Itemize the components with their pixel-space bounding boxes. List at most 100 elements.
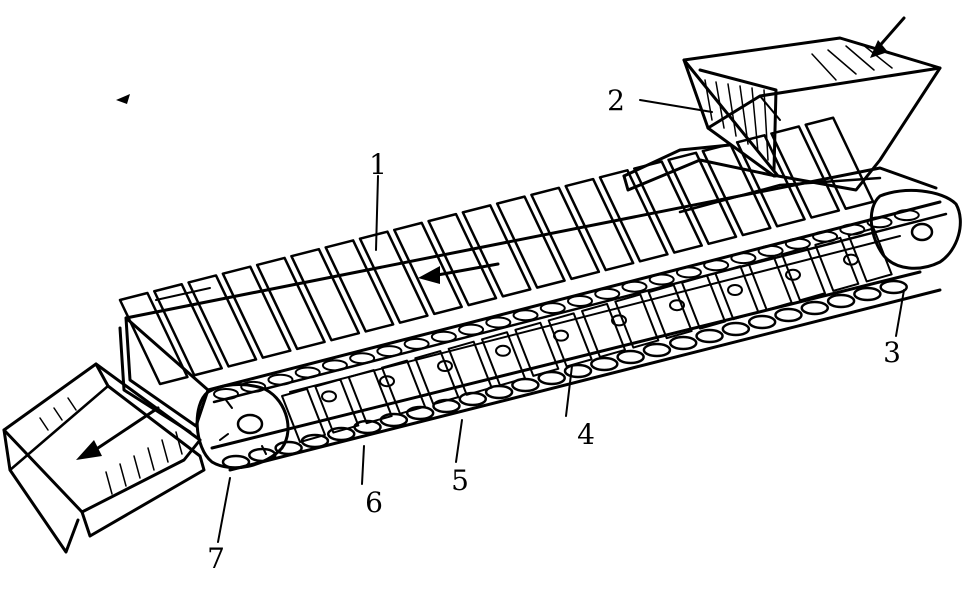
chain-link bbox=[349, 352, 376, 365]
apron-plate bbox=[530, 186, 601, 281]
leader-7 bbox=[217, 477, 231, 543]
chain-link bbox=[853, 286, 882, 302]
chain-link bbox=[484, 384, 514, 400]
chain-link bbox=[879, 279, 908, 295]
return-plate bbox=[514, 321, 560, 377]
chain-link bbox=[893, 209, 920, 222]
chain-link bbox=[458, 323, 485, 336]
chain-link bbox=[294, 366, 321, 379]
apron-plate bbox=[255, 256, 326, 351]
callout-2: 2 bbox=[607, 84, 625, 117]
leader-6 bbox=[361, 445, 365, 485]
return-plate bbox=[647, 284, 693, 340]
apron-plate bbox=[633, 160, 703, 254]
chain-link bbox=[267, 373, 294, 386]
support-roller bbox=[843, 253, 859, 266]
apron-plate bbox=[564, 177, 635, 272]
callout-3: 3 bbox=[883, 336, 901, 369]
return-plate bbox=[847, 227, 893, 283]
speck-mark bbox=[116, 94, 130, 104]
apron-plate bbox=[153, 282, 223, 377]
chain-link bbox=[747, 314, 777, 330]
chain-link bbox=[512, 309, 539, 322]
chain-link bbox=[430, 330, 457, 343]
return-plate bbox=[481, 331, 526, 387]
discharge-arrow bbox=[76, 406, 160, 460]
return-plate bbox=[314, 378, 360, 434]
chain-link bbox=[539, 302, 566, 315]
chain-link bbox=[721, 321, 751, 337]
apron-plate bbox=[770, 125, 841, 219]
support-roller bbox=[495, 344, 511, 357]
callout-1: 1 bbox=[369, 148, 387, 181]
return-plate bbox=[281, 387, 326, 443]
return-plate bbox=[447, 340, 493, 396]
apron-plate bbox=[290, 247, 361, 342]
support-roller bbox=[553, 329, 569, 342]
chain-link bbox=[642, 342, 672, 358]
support-roller bbox=[669, 299, 685, 312]
leader-lines bbox=[217, 99, 905, 543]
chain-link bbox=[485, 316, 512, 329]
chain-link bbox=[675, 266, 702, 279]
callout-7: 7 bbox=[207, 542, 225, 575]
chain-link bbox=[563, 363, 593, 379]
return-plate bbox=[781, 246, 826, 302]
chain-link bbox=[695, 328, 724, 344]
conveying-direction-arrow bbox=[418, 262, 500, 284]
support-roller bbox=[727, 284, 743, 296]
apron-plate bbox=[118, 291, 189, 386]
apron-plate bbox=[221, 265, 292, 359]
chain-link bbox=[326, 426, 356, 442]
apron-plate bbox=[804, 116, 875, 211]
chain-link bbox=[240, 380, 267, 393]
return-plate bbox=[347, 369, 393, 425]
leader-2 bbox=[639, 99, 713, 113]
support-roller bbox=[785, 268, 801, 281]
chain-link bbox=[379, 412, 409, 428]
leader-1 bbox=[375, 175, 379, 251]
return-plate bbox=[614, 293, 660, 349]
leader-4 bbox=[565, 365, 573, 417]
chain-link bbox=[567, 295, 593, 307]
chain-link bbox=[730, 252, 757, 265]
leader-3 bbox=[895, 289, 905, 337]
chain-link bbox=[376, 345, 403, 358]
apron-plate bbox=[358, 230, 429, 324]
callout-4: 4 bbox=[577, 418, 595, 451]
chain-link bbox=[800, 300, 830, 316]
chain-link bbox=[321, 359, 348, 372]
apron-plate bbox=[701, 142, 772, 237]
support-roller bbox=[379, 375, 395, 388]
return-plate bbox=[747, 255, 793, 311]
callout-5: 5 bbox=[451, 464, 469, 497]
chain-link bbox=[826, 293, 856, 309]
apron-plate bbox=[735, 134, 806, 228]
conveyor-body bbox=[118, 116, 962, 472]
apron-plate bbox=[461, 204, 532, 298]
chain-link bbox=[248, 447, 277, 463]
chain-link bbox=[757, 244, 784, 257]
leader-5 bbox=[455, 419, 463, 463]
support-roller bbox=[437, 360, 453, 372]
chain-link bbox=[213, 388, 239, 400]
discharge-chute bbox=[2, 362, 206, 554]
return-plate bbox=[814, 236, 860, 292]
chain-link bbox=[774, 307, 803, 323]
apron-plate bbox=[667, 151, 738, 246]
apron-plate bbox=[393, 221, 463, 316]
return-plate bbox=[414, 350, 460, 406]
chain-link bbox=[590, 356, 619, 372]
chain-link bbox=[621, 280, 648, 293]
apron-plate bbox=[427, 212, 498, 307]
apron-plate bbox=[324, 239, 395, 333]
chain-link bbox=[458, 391, 488, 407]
callout-6: 6 bbox=[365, 486, 383, 519]
return-plate bbox=[681, 274, 726, 330]
chain-link bbox=[221, 454, 251, 470]
chain-link bbox=[648, 273, 675, 286]
chain-link bbox=[403, 337, 430, 350]
hopper bbox=[622, 36, 942, 214]
chain-link bbox=[432, 398, 461, 414]
